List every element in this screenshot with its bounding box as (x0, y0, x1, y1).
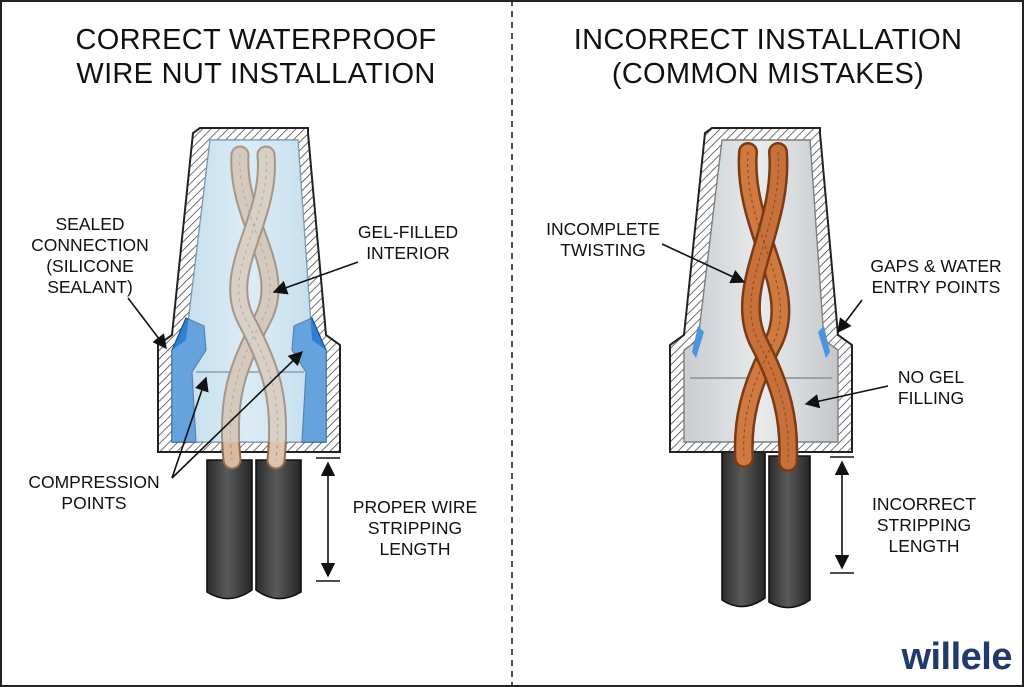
arrow-sealed-connection (127, 297, 167, 350)
label-proper-stripping: PROPER WIRE STRIPPING LENGTH (345, 497, 485, 560)
title-correct-line-1: CORRECT WATERPROOF (75, 24, 437, 56)
arrow-no-gel (804, 385, 889, 409)
label-no-gel-line-1: NO GEL (897, 367, 965, 387)
label-sealed-connection-line-3: (SILICONE (46, 256, 134, 276)
wire-strand-a (229, 154, 271, 461)
label-gaps-water-line-1: GAPS & WATER (870, 256, 1002, 276)
label-no-gel: NO GEL FILLING (876, 367, 986, 409)
label-gel-filled: GEL-FILLED INTERIOR (348, 222, 468, 264)
label-compression-points: COMPRESSION POINTS (14, 472, 174, 514)
brand-logo: willele (901, 636, 1012, 678)
label-sealed-connection-line-4: SEALANT) (47, 277, 133, 297)
wire-insulation-left-b (255, 459, 302, 600)
label-incomplete-twisting-line-1: INCOMPLETE (546, 219, 660, 239)
title-incorrect-line-1: INCORRECT INSTALLATION (573, 24, 963, 56)
label-proper-stripping-line-3: LENGTH (379, 539, 451, 559)
arrow-incomplete-twisting (661, 243, 746, 284)
label-gel-filled-line-1: GEL-FILLED (357, 222, 459, 242)
wire-insulation-right-a (721, 451, 766, 608)
correct-wire-nut (157, 127, 341, 600)
label-sealed-connection: SEALED CONNECTION (SILICONE SEALANT) (20, 214, 160, 298)
wire-insulation-left-a (206, 459, 253, 600)
arrow-compression-b (171, 350, 304, 479)
title-correct-line-2: WIRE NUT INSTALLATION (76, 58, 436, 90)
label-compression-points-line-1: COMPRESSION (28, 472, 160, 492)
label-incomplete-twisting: INCOMPLETE TWISTING (538, 219, 668, 261)
copper-strand-b (750, 151, 789, 463)
title-incorrect-line-2: (COMMON MISTAKES) (611, 58, 925, 90)
label-gaps-water: GAPS & WATER ENTRY POINTS (862, 256, 1010, 298)
water-gap-left (692, 326, 704, 358)
title-incorrect: INCORRECT INSTALLATION (COMMON MISTAKES) (512, 23, 1024, 91)
title-correct: CORRECT WATERPROOF WIRE NUT INSTALLATION (0, 23, 512, 91)
copper-strand-a (743, 151, 781, 459)
sealant-right (291, 317, 327, 443)
label-proper-stripping-line-2: STRIPPING (367, 518, 463, 538)
incorrect-wire-nut (669, 127, 853, 609)
wire-insulation-right-b (768, 455, 811, 609)
label-incomplete-twisting-line-2: TWISTING (560, 240, 646, 260)
label-gaps-water-line-2: ENTRY POINTS (871, 277, 1001, 297)
arrow-gel-filled (272, 261, 359, 295)
wire-strand-b (238, 154, 279, 461)
sealant-left (171, 317, 207, 443)
label-incorrect-stripping-line-1: INCORRECT (871, 494, 977, 514)
label-no-gel-line-2: FILLING (897, 388, 965, 408)
label-incorrect-stripping-line-3: LENGTH (888, 536, 960, 556)
arrow-gaps-water (837, 299, 863, 334)
label-compression-points-line-2: POINTS (61, 493, 127, 513)
label-sealed-connection-line-1: SEALED (55, 214, 125, 234)
water-gap-right (818, 326, 830, 358)
label-gel-filled-line-2: INTERIOR (366, 243, 450, 263)
label-incorrect-stripping-line-2: STRIPPING (876, 515, 972, 535)
arrow-compression-a (171, 376, 209, 479)
label-proper-stripping-line-1: PROPER WIRE (352, 497, 478, 517)
label-incorrect-stripping: INCORRECT STRIPPING LENGTH (862, 494, 986, 557)
label-sealed-connection-line-2: CONNECTION (31, 235, 149, 255)
